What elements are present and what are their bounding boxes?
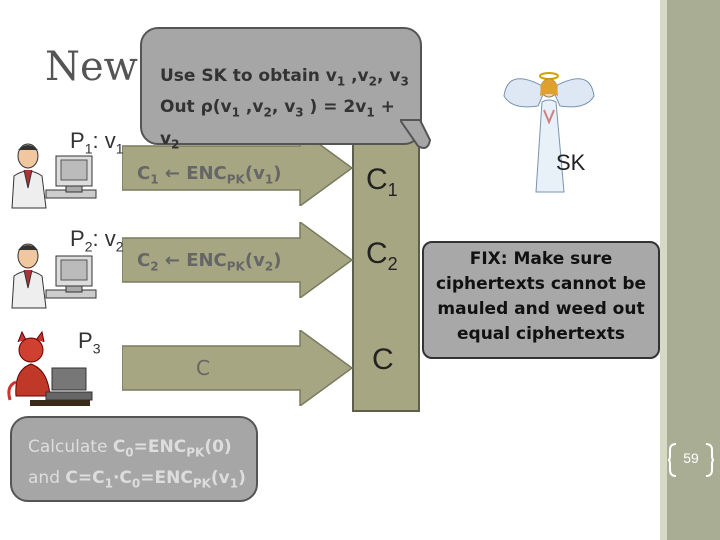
page-number-brackets bbox=[668, 443, 714, 477]
arrow-1-text: C1 ← ENCPK(v1) bbox=[137, 163, 282, 187]
bottom-callout: Calculate C0=ENCPK(0) and C=C1·C0=ENCPK(… bbox=[10, 416, 258, 502]
arrow-3-text: C bbox=[196, 356, 210, 380]
server-box bbox=[352, 120, 420, 412]
sidebar-stripe bbox=[660, 0, 667, 540]
top-callout-pointer bbox=[400, 119, 432, 149]
arrow-2-text: C2 ← ENCPK(v2) bbox=[137, 250, 282, 274]
top-callout: Use SK to obtain v1 ,v2, v3 Out ρ(v1 ,v2… bbox=[140, 27, 422, 151]
slide-title: New bbox=[45, 44, 138, 90]
box-item-c2: C2 bbox=[366, 237, 398, 274]
top-callout-line-2: Out ρ(v1 ,v2, v3 ) = 2v1 + v2 bbox=[160, 97, 395, 152]
arrow-3 bbox=[122, 330, 354, 406]
page-number: 59 bbox=[683, 450, 699, 466]
party-1-label: P1: v1 bbox=[70, 128, 124, 157]
arrow-2 bbox=[122, 222, 354, 298]
person-at-computer-icon bbox=[11, 243, 97, 309]
bottom-callout-line-2: and C=C1·C0=ENCPK(v1) bbox=[28, 468, 246, 491]
angel-icon bbox=[503, 72, 595, 193]
devil-at-computer-icon bbox=[7, 330, 93, 406]
party-2-label: P2: v2 bbox=[70, 226, 124, 255]
fix-note: FIX: Make sure ciphertexts cannot be mau… bbox=[422, 241, 660, 359]
person-at-computer-icon bbox=[11, 143, 97, 209]
party-3-label: P3 bbox=[78, 328, 101, 357]
box-item-c1: C1 bbox=[366, 163, 398, 200]
box-item-c: C bbox=[372, 343, 394, 376]
bottom-callout-line-1: Calculate C0=ENCPK(0) bbox=[28, 437, 232, 460]
top-callout-line-1: Use SK to obtain v1 ,v2, v3 bbox=[160, 66, 409, 89]
sk-label: SK bbox=[556, 150, 586, 175]
